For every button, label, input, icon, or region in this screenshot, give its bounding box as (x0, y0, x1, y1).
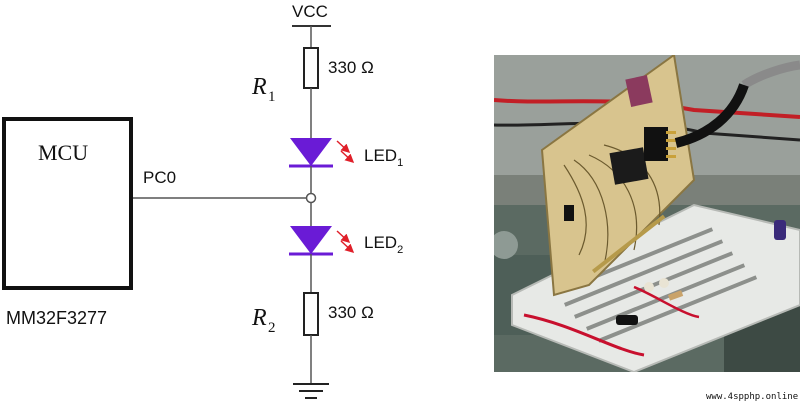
led2-label: LED2 (364, 233, 403, 256)
mcu-part-number: MM32F3277 (6, 308, 107, 328)
r1-name: R (251, 74, 267, 100)
r2-name: R (251, 305, 267, 331)
led1-label: LED1 (364, 146, 403, 169)
r2-value: 330 Ω (328, 303, 374, 322)
breadboard-photo (494, 55, 800, 372)
r2-subscript: 2 (268, 320, 276, 336)
led2-diode (290, 226, 332, 254)
mcu-block (2, 117, 133, 290)
junction-node (305, 192, 317, 204)
circuit-schematic: VCC 330 Ω R 1 LED1 PC0 LED2 330 Ω R 2 MC… (2, 2, 403, 399)
mcu-label: MCU (38, 140, 88, 165)
led1-diode (290, 138, 332, 166)
led2-ray-2 (340, 240, 355, 254)
vcc-label: VCC (292, 2, 328, 21)
r1-value: 330 Ω (328, 58, 374, 77)
r1-subscript: 1 (268, 89, 276, 105)
led1-ray-1 (336, 140, 351, 154)
watermark: www.4spphp.online (706, 392, 799, 402)
resistor-r1 (303, 47, 319, 89)
resistor-r2 (303, 292, 319, 336)
led1-ray-2 (340, 150, 355, 164)
led2-ray-1 (336, 230, 351, 244)
ground-symbol (293, 383, 329, 399)
pc0-label: PC0 (143, 168, 176, 187)
